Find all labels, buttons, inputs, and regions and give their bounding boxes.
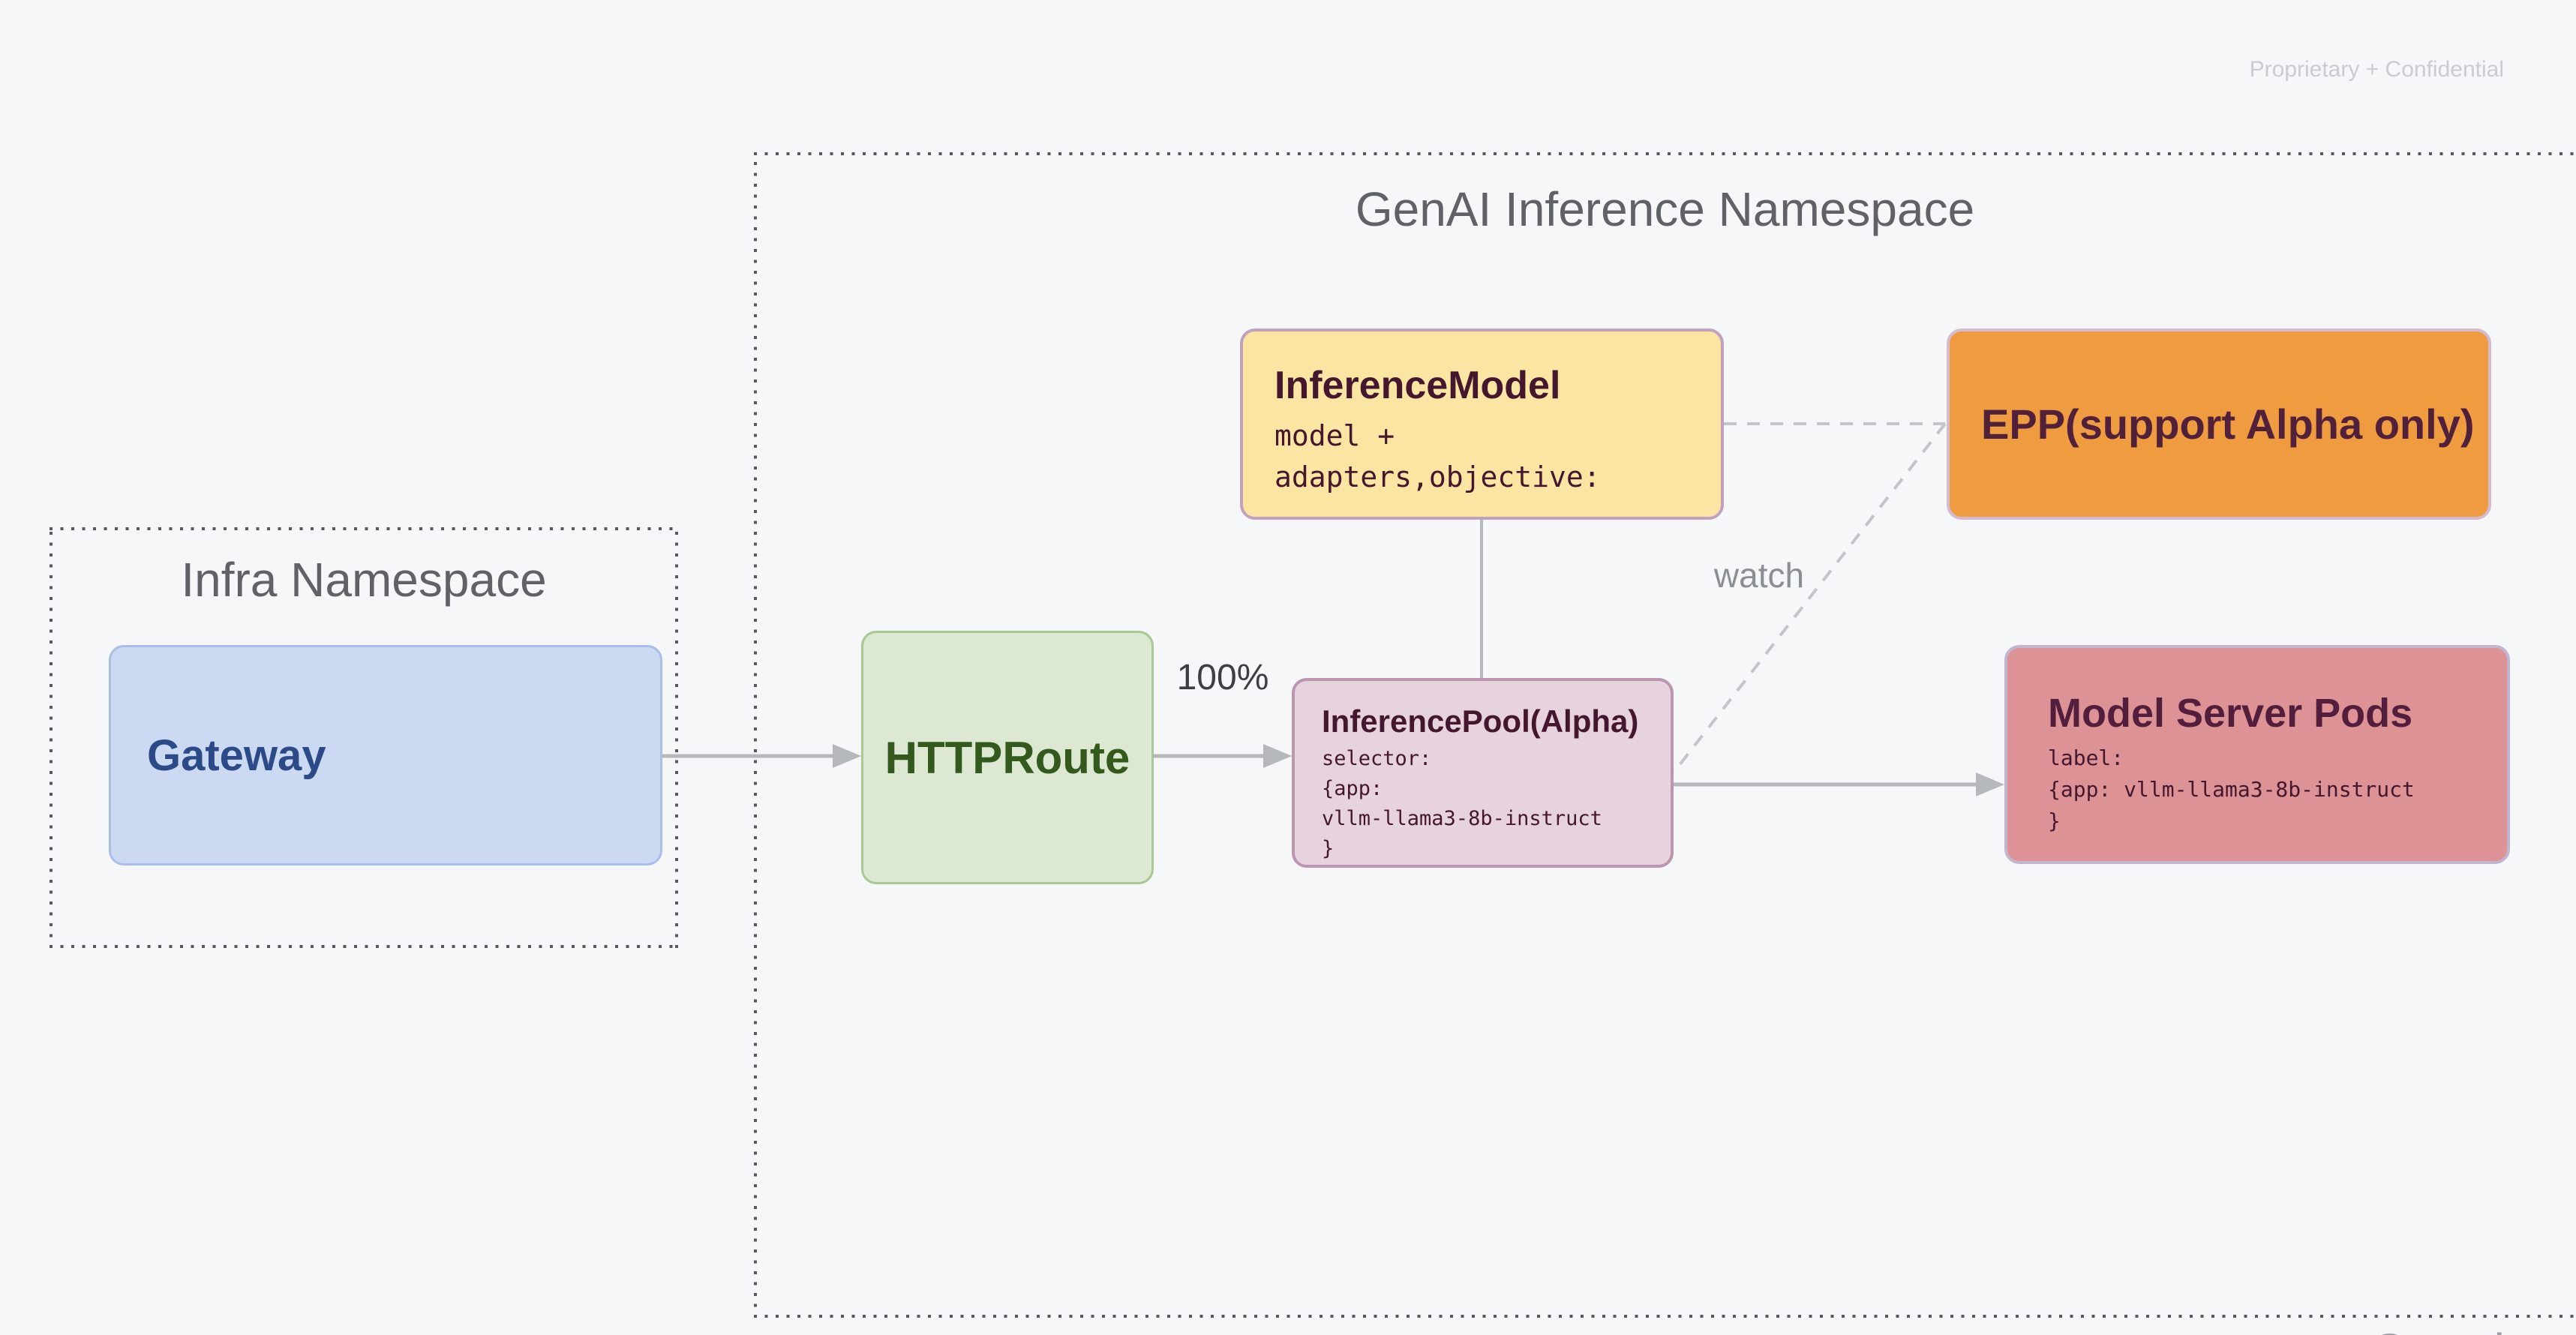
epp-title: EPP(support Alpha only) [1981,400,2475,448]
watermark: Proprietary + Confidential [2249,57,2504,82]
gateway-title: Gateway [147,730,326,780]
node-inference-pool: InferencePool(Alpha) selector: {app: vll… [1292,678,1674,868]
httproute-title: HTTPRoute [884,732,1130,783]
genai-namespace-title: GenAI Inference Namespace [1355,182,1975,236]
google-logo: Google [2370,1323,2534,1335]
node-gateway: Gateway [109,645,662,866]
inference-model-spec: model + adapters,objective: [1274,419,1601,494]
inference-pool-title: InferencePool(Alpha) [1322,704,1639,739]
node-inference-model: InferenceModel model + adapters,objectiv… [1240,328,1724,520]
node-model-server-pods: Model Server Pods label: {app: vllm-llam… [2004,645,2510,864]
node-httproute: HTTPRoute [861,631,1154,884]
model-server-pods-label: label: {app: vllm-llama3-8b-instruct } [2048,746,2415,833]
infra-namespace-title: Infra Namespace [181,553,547,607]
inference-pool-selector: selector: {app: vllm-llama3-8b-instruct … [1322,747,1602,860]
node-epp: EPP(support Alpha only) [1947,328,2491,520]
model-server-pods-title: Model Server Pods [2048,691,2413,736]
edge-label-traffic-weight: 100% [1176,658,1269,698]
edge-label-watch: watch [1713,556,1805,595]
inference-model-title: InferenceModel [1274,364,1561,407]
